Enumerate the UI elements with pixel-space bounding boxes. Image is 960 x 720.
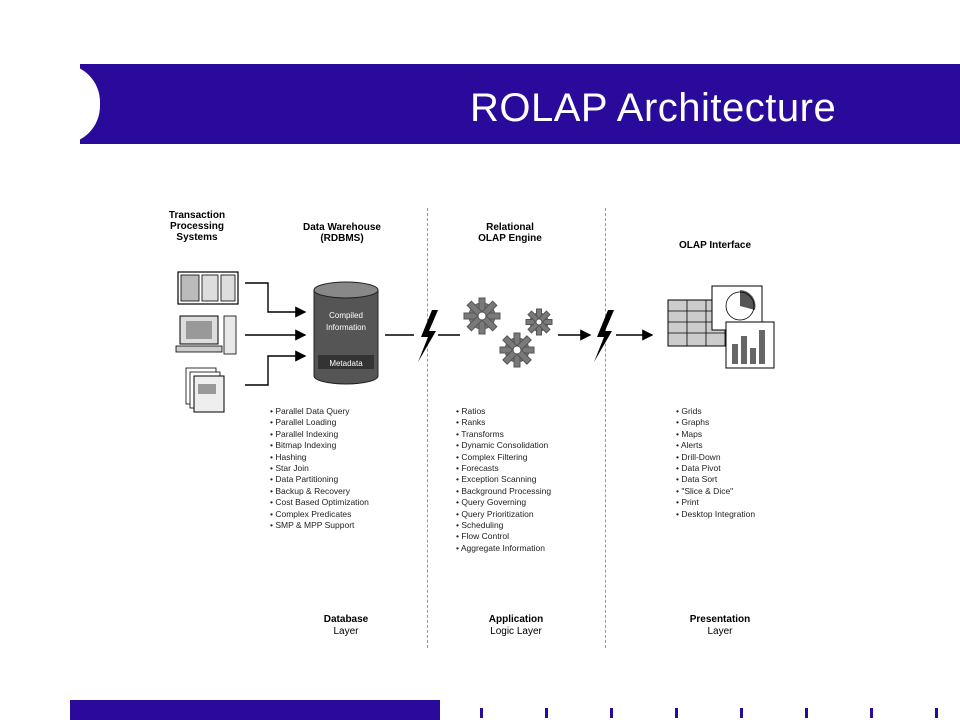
database-features-list: Parallel Data Query Parallel Loading Par…	[270, 406, 369, 531]
list-item: Hashing	[270, 452, 369, 463]
separator-right	[605, 208, 606, 648]
layer-application-line1: Application	[488, 614, 544, 625]
layer-application-line2: Logic Layer	[490, 626, 542, 637]
heading-dw-line2: (RDBMS)	[320, 233, 364, 244]
olap-interface-icon	[667, 285, 775, 369]
application-features-list: Ratios Ranks Transforms Dynamic Consolid…	[456, 406, 551, 554]
presentation-features-list: Grids Graphs Maps Alerts Drill-Down Data…	[676, 406, 755, 520]
layer-database-line2: Layer	[333, 626, 359, 637]
slide-title: ROLAP Architecture	[470, 86, 837, 130]
workstation-icon	[175, 315, 237, 355]
footer-dots	[470, 708, 950, 718]
documents-icon	[185, 367, 225, 413]
footer-dot	[610, 708, 613, 718]
connector-lightning-2	[558, 310, 654, 362]
heading-tps-line1: Transaction	[168, 210, 226, 221]
heading-interface-line1: OLAP Interface	[678, 240, 752, 251]
list-item: Parallel Data Query	[270, 406, 369, 417]
footer-dot	[675, 708, 678, 718]
heading-engine-line1: Relational	[486, 222, 534, 233]
list-item: Forecasts	[456, 463, 551, 474]
list-item: Desktop Integration	[676, 509, 755, 520]
list-item: Data Sort	[676, 474, 755, 485]
list-item: Star Join	[270, 463, 369, 474]
footer-dot	[480, 708, 483, 718]
list-item: SMP & MPP Support	[270, 520, 369, 531]
list-item: Graphs	[676, 417, 755, 428]
heading-olap-interface: OLAP Interface	[655, 240, 775, 251]
database-cylinder-icon	[313, 281, 379, 385]
footer-dot	[870, 708, 873, 718]
list-item: Data Partitioning	[270, 474, 369, 485]
list-item: Aggregate Information	[456, 543, 551, 554]
layer-label-database: Database Layer	[296, 614, 396, 638]
footer-dot	[740, 708, 743, 718]
layer-label-application: Application Logic Layer	[466, 614, 566, 638]
layer-presentation-line2: Layer	[707, 626, 733, 637]
cylinder-label-3: Metadata	[329, 359, 363, 368]
list-item: Parallel Loading	[270, 417, 369, 428]
gears-icon	[463, 297, 553, 368]
layer-database-line1: Database	[323, 614, 369, 625]
footer-bar	[70, 700, 440, 720]
list-item: Flow Control	[456, 531, 551, 542]
list-item: Maps	[676, 429, 755, 440]
separator-left	[427, 208, 428, 648]
mainframe-icon	[177, 271, 239, 305]
heading-dw-line1: Data Warehouse	[303, 222, 381, 233]
footer-dot	[935, 708, 938, 718]
heading-tps-line3: Systems	[176, 232, 218, 243]
heading-tps: Transaction Processing Systems	[162, 210, 232, 243]
connector-lightning-1	[385, 310, 460, 362]
list-item: Complex Filtering	[456, 452, 551, 463]
heading-data-warehouse: Data Warehouse (RDBMS)	[292, 222, 392, 244]
list-item: Grids	[676, 406, 755, 417]
list-item: Complex Predicates	[270, 509, 369, 520]
title-banner	[80, 64, 960, 144]
list-item: Parallel Indexing	[270, 429, 369, 440]
list-item: Print	[676, 497, 755, 508]
list-item: Ranks	[456, 417, 551, 428]
list-item: Exception Scanning	[456, 474, 551, 485]
layer-presentation-line1: Presentation	[689, 614, 751, 625]
footer-dot	[805, 708, 808, 718]
heading-olap-engine: Relational OLAP Engine	[460, 222, 560, 244]
input-arrows	[245, 282, 307, 386]
list-item: Alerts	[676, 440, 755, 451]
list-item: Scheduling	[456, 520, 551, 531]
list-item: Query Prioritization	[456, 509, 551, 520]
list-item: Background Processing	[456, 486, 551, 497]
heading-tps-line2: Processing	[170, 221, 224, 232]
list-item: Dynamic Consolidation	[456, 440, 551, 451]
cylinder-label-2: Information	[326, 323, 366, 332]
footer-dot	[545, 708, 548, 718]
list-item: Transforms	[456, 429, 551, 440]
cylinder-label-1: Compiled	[329, 311, 363, 320]
list-item: Backup & Recovery	[270, 486, 369, 497]
list-item: Query Governing	[456, 497, 551, 508]
layer-label-presentation: Presentation Layer	[665, 614, 775, 638]
list-item: "Slice & Dice"	[676, 486, 755, 497]
list-item: Cost Based Optimization	[270, 497, 369, 508]
list-item: Bitmap Indexing	[270, 440, 369, 451]
list-item: Data Pivot	[676, 463, 755, 474]
heading-engine-line2: OLAP Engine	[478, 233, 542, 244]
list-item: Drill-Down	[676, 452, 755, 463]
list-item: Ratios	[456, 406, 551, 417]
